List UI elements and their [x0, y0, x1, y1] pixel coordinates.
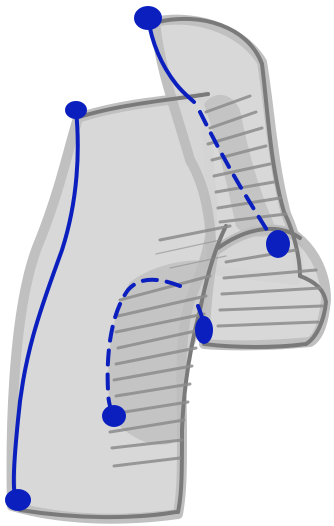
right-junction-endpoint-marker — [266, 230, 290, 258]
inner-left-endpoint-marker — [102, 405, 126, 427]
top-right-endpoint-marker — [134, 6, 162, 30]
top-left-endpoint-marker — [65, 101, 87, 119]
bottom-left-endpoint-marker — [5, 489, 31, 511]
inner-right-endpoint-marker — [195, 316, 213, 344]
body-fill-group — [12, 20, 326, 519]
